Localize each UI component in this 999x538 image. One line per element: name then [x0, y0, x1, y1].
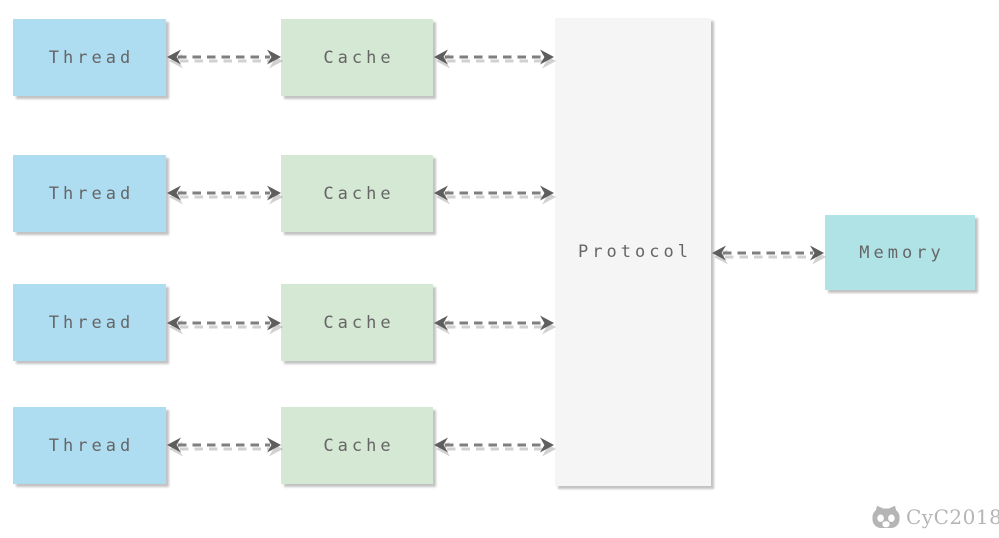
arrowhead-right	[267, 315, 281, 331]
arrow-cache-protocol-3	[434, 315, 554, 331]
thread-label: Thread	[48, 312, 135, 333]
watermark: CyC2018	[871, 504, 999, 529]
thread-node-2: Thread	[13, 155, 166, 232]
arrowhead-right	[540, 315, 554, 331]
watermark-text: CyC2018	[906, 504, 999, 529]
arrowhead-right	[540, 185, 554, 201]
thread-node-3: Thread	[13, 284, 166, 361]
arrowhead-right	[267, 185, 281, 201]
memory-label: Memory	[859, 242, 945, 263]
thread-label: Thread	[48, 47, 135, 68]
arrowhead-left	[434, 185, 448, 201]
cache-label: Cache	[323, 47, 395, 68]
cache-node-3: Cache	[281, 284, 433, 361]
protocol-node: Protocol	[555, 18, 711, 486]
thread-label: Thread	[48, 435, 135, 456]
memory-node: Memory	[825, 215, 975, 290]
arrow-thread-cache-2	[167, 185, 281, 201]
thread-node-1: Thread	[13, 19, 166, 96]
thread-node-4: Thread	[13, 407, 166, 484]
cache-node-1: Cache	[281, 19, 433, 96]
arrowhead-right	[267, 49, 281, 65]
arrowhead-left	[167, 49, 181, 65]
arrowhead-right	[267, 437, 281, 453]
cache-label: Cache	[323, 435, 395, 456]
arrowhead-left	[712, 245, 726, 261]
arrowhead-right	[540, 437, 554, 453]
cache-label: Cache	[323, 312, 395, 333]
protocol-label: Protocol	[578, 242, 692, 262]
arrow-thread-cache-3	[167, 315, 281, 331]
arrow-cache-protocol-2	[434, 185, 554, 201]
arrowhead-left	[167, 315, 181, 331]
arrow-thread-cache-4	[167, 437, 281, 453]
arrowhead-left	[434, 437, 448, 453]
arrowhead-left	[434, 49, 448, 65]
arrow-cache-protocol-4	[434, 437, 554, 453]
github-octocat-icon	[872, 505, 900, 528]
arrowhead-right	[810, 245, 824, 261]
arrow-protocol-memory	[712, 245, 824, 261]
arrow-cache-protocol-1	[434, 49, 554, 65]
cache-node-4: Cache	[281, 407, 433, 484]
arrowhead-left	[167, 185, 181, 201]
cache-label: Cache	[323, 183, 395, 204]
arrowhead-left	[167, 437, 181, 453]
arrowhead-right	[540, 49, 554, 65]
arrowhead-left	[434, 315, 448, 331]
arrow-thread-cache-1	[167, 49, 281, 65]
cache-node-2: Cache	[281, 155, 433, 232]
thread-label: Thread	[48, 183, 135, 204]
